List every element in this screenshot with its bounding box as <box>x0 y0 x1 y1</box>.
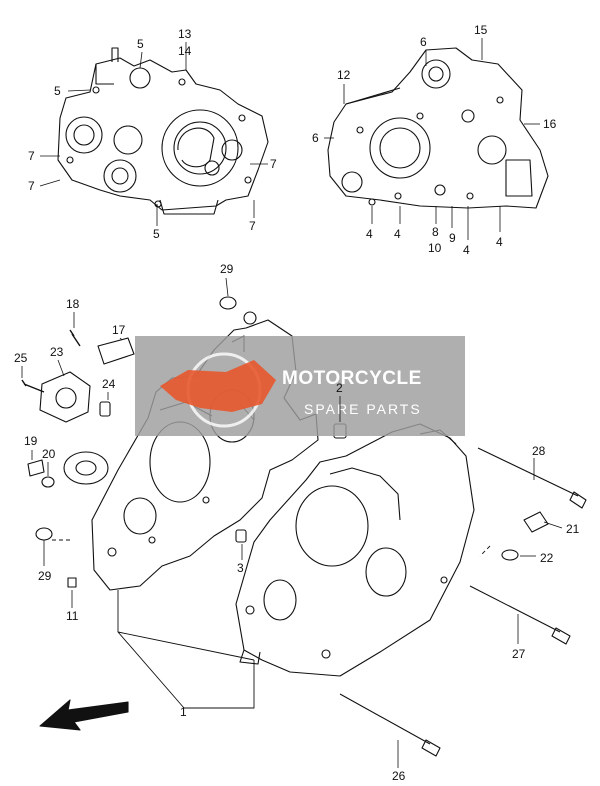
callout-27: 27 <box>512 647 526 661</box>
dowel-3 <box>235 529 247 543</box>
callout-leaders <box>21 38 563 768</box>
callout-22: 22 <box>540 551 554 565</box>
callout-8: 8 <box>432 225 439 239</box>
oring-20 <box>41 476 55 488</box>
callout-6: 6 <box>312 131 319 145</box>
callout-25: 25 <box>14 351 28 365</box>
cover-23 <box>39 371 91 423</box>
callout-6: 6 <box>420 35 427 49</box>
callout-7: 7 <box>28 179 35 193</box>
callout-5: 5 <box>54 84 61 98</box>
callout-28: 28 <box>532 444 546 458</box>
callout-23: 23 <box>50 345 64 359</box>
callout-29: 29 <box>38 569 52 583</box>
callout-labels: 1 2 3 4 4 4 4 5 5 5 6 6 7 7 7 7 8 9 10 1… <box>14 23 580 783</box>
callout-12: 12 <box>337 68 351 82</box>
small-parts <box>21 296 587 757</box>
oil-screen <box>63 451 109 485</box>
callout-14: 14 <box>178 44 192 58</box>
watermark-subtitle: SPARE PARTS <box>304 401 422 417</box>
pipe-17 <box>97 337 135 365</box>
bolt-26 <box>339 693 441 757</box>
callout-10: 10 <box>428 241 442 255</box>
bolt-18 <box>69 329 81 347</box>
callout-15: 15 <box>474 23 488 37</box>
watermark-title: MOTORCYCLE <box>282 368 422 389</box>
leader-lines <box>52 403 491 709</box>
callout-19: 19 <box>24 434 38 448</box>
callout-16: 16 <box>543 117 557 131</box>
crankcase-half-left-view <box>57 47 269 215</box>
callout-17: 17 <box>112 323 126 337</box>
bolt-28 <box>477 447 587 509</box>
callout-7: 7 <box>249 219 256 233</box>
bolt-25 <box>21 379 45 393</box>
crankcase-right-half <box>235 423 475 677</box>
callout-9: 9 <box>449 231 456 245</box>
plug-11 <box>67 577 77 588</box>
callout-4: 4 <box>463 243 470 257</box>
crankcase-half-right-view <box>327 47 549 209</box>
callout-5: 5 <box>153 227 160 241</box>
callout-2: 2 <box>336 381 343 395</box>
callout-7: 7 <box>28 149 35 163</box>
oring-22 <box>501 549 519 561</box>
callout-7: 7 <box>270 157 277 171</box>
watermark-logo: MOTORCYCLE SPARE PARTS <box>135 336 465 436</box>
callout-4: 4 <box>366 227 373 241</box>
plug-21 <box>523 511 549 533</box>
bolt-27 <box>469 585 571 645</box>
callout-4: 4 <box>496 235 503 249</box>
callout-4: 4 <box>394 227 401 241</box>
callout-11: 11 <box>66 609 79 623</box>
callout-13: 13 <box>178 27 192 41</box>
plug-19 <box>27 459 45 477</box>
callout-18: 18 <box>66 297 80 311</box>
callout-29: 29 <box>220 262 234 276</box>
washer-29-top <box>219 296 237 310</box>
callout-20: 20 <box>42 447 56 461</box>
callout-24: 24 <box>102 377 116 391</box>
callout-26: 26 <box>392 769 406 783</box>
callout-5: 5 <box>137 37 144 51</box>
callout-3: 3 <box>237 561 244 575</box>
callout-1: 1 <box>180 705 187 719</box>
dowel-24 <box>99 401 111 417</box>
callout-21: 21 <box>566 522 580 536</box>
front-arrow-icon <box>39 699 129 731</box>
washer-29-bottom <box>35 527 53 541</box>
